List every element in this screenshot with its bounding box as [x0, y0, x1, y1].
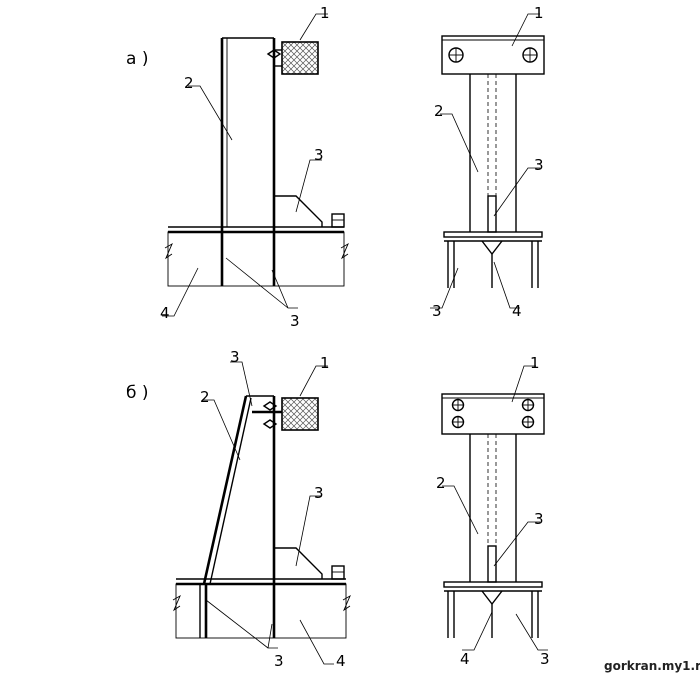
rib	[487, 545, 497, 583]
base-plate	[443, 581, 543, 588]
callout-3: 3	[274, 652, 284, 670]
concrete-base	[167, 231, 345, 287]
bolt-hole-icon	[262, 419, 278, 429]
callout-2: 2	[436, 474, 446, 492]
bolt-hole-icon	[448, 47, 538, 63]
base-plate	[443, 231, 543, 238]
callout-1: 1	[320, 4, 330, 22]
callout-3: 3	[432, 302, 442, 320]
bolt-hole-icon	[451, 398, 535, 429]
callout-2: 2	[184, 74, 194, 92]
callout-2: 2	[434, 102, 444, 120]
callout-3: 3	[230, 348, 240, 366]
concrete-base	[175, 583, 347, 639]
callout-4: 4	[160, 304, 170, 322]
concrete-break-icon	[164, 242, 349, 260]
callout-4: 4	[512, 302, 522, 320]
gusset-stiffener	[273, 547, 323, 579]
callout-2: 2	[200, 388, 210, 406]
stop-bracket	[331, 213, 345, 228]
watermark: gorkran.my1.ru	[604, 659, 700, 673]
variant-a-front-view: 1 2 3 4 3	[430, 4, 545, 320]
bolt-hole-icon	[262, 401, 278, 411]
variant-b-caption: б )	[126, 383, 149, 403]
rib	[487, 195, 497, 233]
callout-3: 3	[314, 484, 324, 502]
callout-4: 4	[460, 650, 470, 668]
callout-3: 3	[540, 650, 550, 668]
concrete-break-icon	[172, 594, 351, 612]
callout-1: 1	[530, 354, 540, 372]
cap-plate	[441, 393, 545, 435]
variant-b-front-view: 1 2 3 4 3	[436, 354, 550, 668]
variant-a-side-view: а ) 1 2 3 3 4	[126, 4, 349, 330]
callout-3: 3	[534, 510, 544, 528]
callout-4: 4	[336, 652, 346, 670]
insulation-hatch-icon	[281, 41, 319, 75]
callout-3: 3	[314, 146, 324, 164]
callout-1: 1	[534, 4, 544, 22]
column-flange-inclined	[202, 395, 248, 585]
variant-b-side-view: б ) 3 1 2 3	[126, 348, 351, 670]
callout-3: 3	[290, 312, 300, 330]
bolt-hole-icon	[266, 49, 282, 59]
gusset-stiffener	[273, 195, 323, 227]
callout-3: 3	[534, 156, 544, 174]
callout-1: 1	[320, 354, 330, 372]
insulation-hatch-icon	[281, 397, 319, 431]
variant-a-caption: а )	[126, 49, 148, 69]
cap-plate	[441, 35, 545, 75]
stop-bracket	[331, 565, 345, 580]
